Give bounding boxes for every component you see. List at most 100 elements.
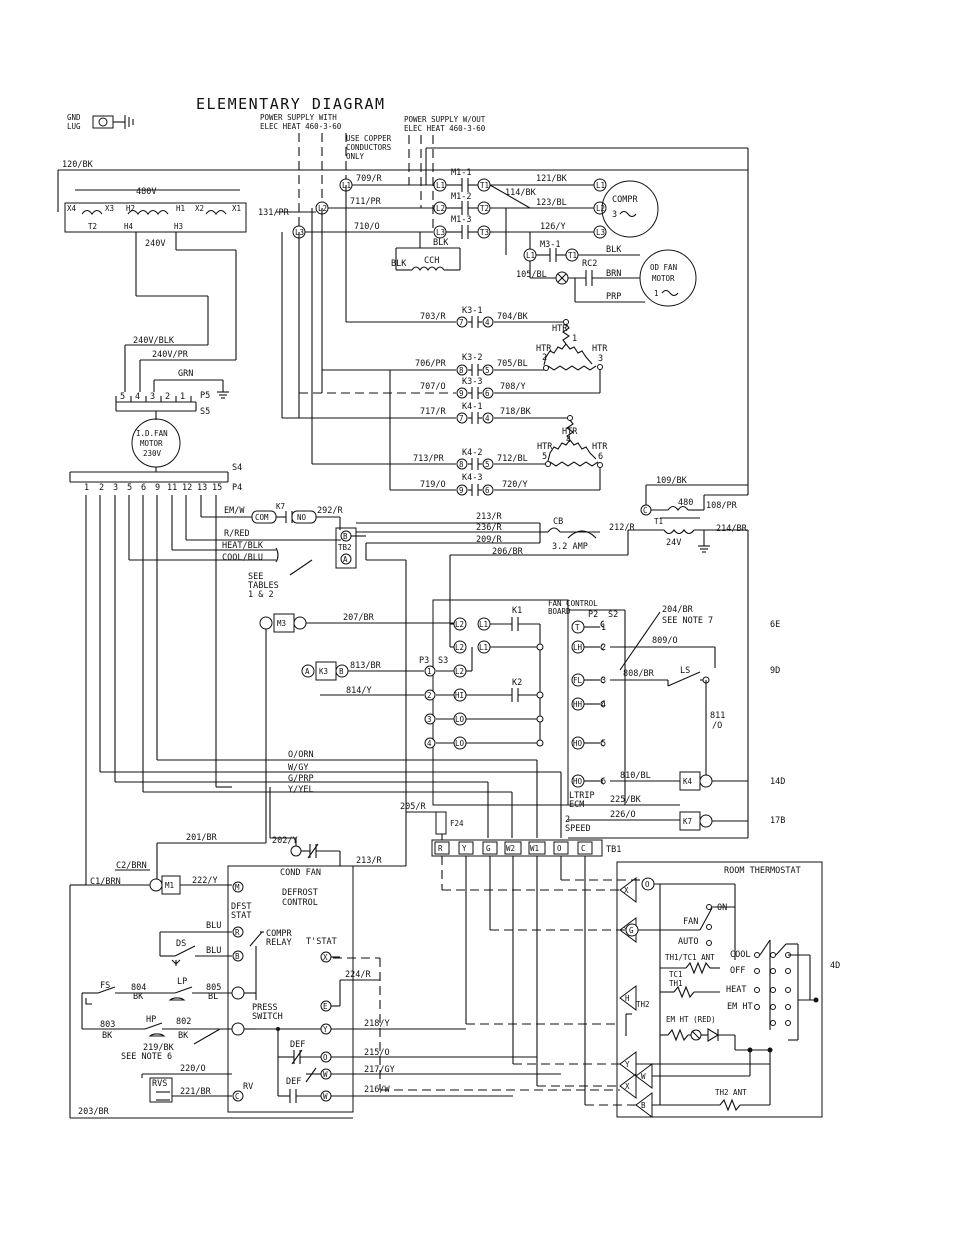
svg-text:A: A — [305, 667, 310, 676]
id-fan-motor-block: 240V/BLK 240V/PR GRN 5 4 3 2 1 P5 S5 I.D… — [69, 336, 242, 493]
svg-text:1 & 2: 1 & 2 — [248, 590, 274, 600]
svg-text:FAN: FAN — [683, 917, 698, 927]
svg-text:L3: L3 — [436, 228, 445, 237]
tb2-terminal: B TB2 A — [276, 527, 366, 569]
fan-control-board: FAN CONTROL BOARD P2 S2 P3 S3 1 2 3 4 L2… — [419, 555, 626, 834]
svg-text:814/Y: 814/Y — [346, 686, 372, 696]
svg-text:813/BR: 813/BR — [350, 661, 382, 671]
step-down-transformer: 480V X4 X3 H2 H1 X2 X1 T2 H4 H3 240V — [64, 187, 247, 360]
svg-text:212/R: 212/R — [609, 523, 635, 533]
svg-text:GND: GND — [67, 113, 81, 122]
svg-text:DEFROST: DEFROST — [282, 888, 318, 898]
fan-board-external-wiring: 204/BR SEE NOTE 7 809/O 808/BR LS 811 /O… — [568, 605, 748, 839]
svg-text:480: 480 — [678, 498, 693, 508]
svg-text:202/Y: 202/Y — [272, 836, 298, 846]
svg-text:K4-3: K4-3 — [462, 473, 482, 483]
svg-text:BLK: BLK — [433, 238, 449, 248]
zone-references: 6E 9D 14D 17B 4D — [770, 620, 840, 971]
svg-text:705/BL: 705/BL — [497, 359, 528, 369]
svg-text:K3-1: K3-1 — [462, 306, 482, 316]
svg-text:E: E — [323, 1002, 328, 1011]
svg-text:5: 5 — [601, 739, 606, 749]
svg-text:207/BR: 207/BR — [343, 613, 375, 623]
svg-text:SEE NOTE 7: SEE NOTE 7 — [662, 616, 713, 626]
svg-text:3: 3 — [598, 354, 603, 364]
svg-text:5: 5 — [120, 392, 125, 402]
svg-text:218/Y: 218/Y — [364, 1019, 390, 1029]
svg-text:FAN CONTROL: FAN CONTROL — [548, 599, 598, 608]
svg-text:LUG: LUG — [67, 122, 81, 131]
svg-text:8: 8 — [459, 366, 464, 375]
svg-text:DS: DS — [176, 939, 186, 949]
svg-text:2: 2 — [165, 392, 170, 402]
svg-text:718/BK: 718/BK — [500, 407, 532, 417]
svg-text:M: M — [235, 883, 240, 892]
svg-text:HEAT: HEAT — [726, 985, 746, 995]
svg-text:224/R: 224/R — [345, 970, 371, 980]
svg-text:4: 4 — [485, 414, 490, 423]
svg-text:7: 7 — [459, 414, 464, 423]
svg-text:805: 805 — [206, 983, 221, 993]
p4-harness: EM/W R/RED HEAT/BLK COOL/BLU SEE TABLES … — [85, 495, 313, 885]
svg-text:B: B — [641, 1101, 646, 1110]
svg-text:G/PRP: G/PRP — [288, 774, 314, 784]
svg-text:240V/PR: 240V/PR — [152, 350, 189, 360]
svg-text:S2: S2 — [608, 610, 618, 620]
svg-text:DFST: DFST — [231, 902, 251, 912]
svg-text:K3: K3 — [319, 667, 328, 676]
svg-text:ROOM THERMOSTAT: ROOM THERMOSTAT — [724, 866, 801, 876]
svg-text:L1: L1 — [479, 620, 488, 629]
svg-text:2: 2 — [427, 691, 432, 700]
svg-text:C2/BRN: C2/BRN — [116, 861, 147, 871]
svg-text:CB: CB — [553, 517, 563, 527]
svg-text:2: 2 — [565, 815, 570, 825]
svg-text:225/BK: 225/BK — [610, 795, 642, 805]
svg-text:X2: X2 — [195, 204, 204, 213]
svg-text:W: W — [323, 1070, 328, 1079]
svg-text:S5: S5 — [200, 407, 210, 417]
svg-text:240V/BLK: 240V/BLK — [133, 336, 175, 346]
svg-text:HP: HP — [146, 1015, 156, 1025]
svg-text:9: 9 — [459, 389, 464, 398]
svg-text:L1: L1 — [596, 181, 605, 190]
svg-text:204/BR: 204/BR — [662, 605, 694, 615]
svg-text:105/BL: 105/BL — [516, 270, 547, 280]
svg-text:213/R: 213/R — [356, 856, 382, 866]
svg-text:3: 3 — [601, 676, 606, 686]
svg-text:C: C — [643, 506, 648, 515]
svg-text:703/R: 703/R — [420, 312, 446, 322]
svg-text:BK: BK — [133, 992, 144, 1002]
svg-text:Y: Y — [323, 1025, 328, 1034]
control-transformer: 109/BK C 480 108/PR T1 24V 214/BR 212/R … — [356, 476, 749, 838]
svg-text:COND FAN: COND FAN — [280, 868, 321, 878]
svg-text:POWER SUPPLY W/OUT: POWER SUPPLY W/OUT — [404, 115, 486, 124]
svg-text:HTR: HTR — [536, 344, 552, 354]
svg-text:ELEC HEAT 460-3-60: ELEC HEAT 460-3-60 — [260, 122, 342, 131]
svg-text:X: X — [323, 953, 328, 962]
svg-text:SEE: SEE — [248, 572, 263, 582]
svg-text:T2: T2 — [88, 222, 97, 231]
svg-text:712/BL: 712/BL — [497, 454, 528, 464]
svg-text:L2: L2 — [436, 204, 445, 213]
svg-text:704/BK: 704/BK — [497, 312, 529, 322]
svg-text:EM HT: EM HT — [727, 1002, 753, 1012]
k7-contact: COM K7 NO 292/R — [251, 502, 343, 530]
svg-text:BK: BK — [178, 1031, 189, 1041]
svg-text:HO: HO — [573, 777, 583, 786]
svg-text:221/BR: 221/BR — [180, 1087, 212, 1097]
svg-text:K1: K1 — [512, 606, 522, 616]
svg-text:X4: X4 — [67, 204, 77, 213]
svg-text:P5: P5 — [200, 391, 210, 401]
svg-text:214/BR: 214/BR — [716, 524, 748, 534]
svg-text:4D: 4D — [830, 961, 840, 971]
svg-text:L3: L3 — [596, 228, 605, 237]
svg-text:B: B — [339, 667, 344, 676]
svg-text:Y/YEL: Y/YEL — [288, 785, 314, 795]
svg-text:K4: K4 — [683, 777, 693, 786]
svg-text:T1: T1 — [654, 517, 663, 526]
svg-text:114/BK: 114/BK — [505, 188, 537, 198]
svg-text:ELEC HEAT 460-3-60: ELEC HEAT 460-3-60 — [404, 124, 486, 133]
diagram-title: ELEMENTARY DIAGRAM — [196, 95, 386, 113]
svg-text:M3: M3 — [277, 619, 286, 628]
svg-text:T: T — [575, 623, 580, 632]
